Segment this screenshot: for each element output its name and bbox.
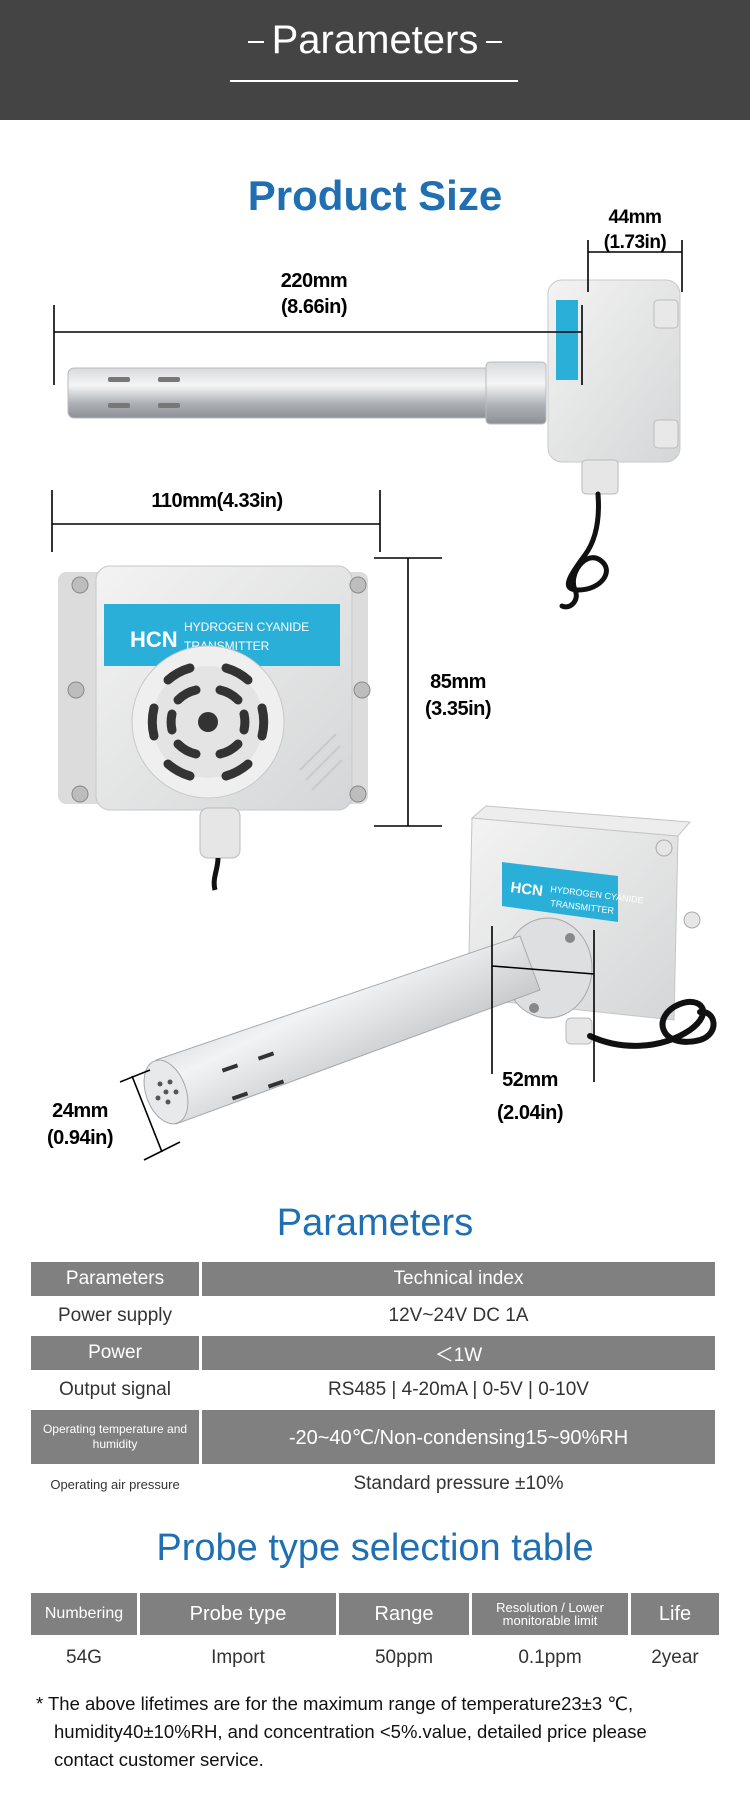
front-label-line1: HYDROGEN CYANIDE (184, 620, 309, 634)
footnote: * The above lifetimes are for the maximu… (36, 1690, 726, 1774)
param-value: 12V~24V DC 1A (202, 1299, 715, 1333)
banner-underline (230, 80, 518, 82)
parameters-header-row: Parameters Technical index (31, 1262, 715, 1296)
probe-type: Import (211, 1647, 265, 1668)
dim-probe-dia-in: (0.94in) (47, 1127, 113, 1149)
footnote-line-3: contact customer service. (54, 1749, 264, 1770)
product-dimension-figure: 220mm (8.66in) 44mm (1.73in) HCN HYDROGE… (47, 207, 717, 1161)
param-value: Standard pressure ±10% (202, 1467, 715, 1501)
probe-numbering: 54G (66, 1647, 102, 1668)
dash-left (247, 41, 264, 44)
dim-width: 110mm(4.33in) (151, 490, 282, 512)
persp-hcn-badge: HCN (510, 879, 544, 900)
table-row: 54G Import 50ppm 0.1ppm 2year (31, 1638, 719, 1678)
dim-depth-mm: 44mm (609, 207, 662, 228)
header-life: Life (631, 1593, 719, 1635)
parameters-table: Parameters Technical index Power supply … (28, 1259, 718, 1504)
front-view-device: HCN HYDROGEN CYANIDE TRANSMITTER (58, 565, 371, 891)
dim-length-in: (8.66in) (281, 296, 347, 318)
dim-depth-in: (1.73in) (604, 232, 667, 253)
header-parameters: Parameters (31, 1262, 199, 1296)
param-name: Operating air pressure (31, 1467, 199, 1501)
table-row: Operating temperature and humidity -20~4… (31, 1410, 715, 1464)
table-row: Operating air pressure Standard pressure… (31, 1467, 715, 1501)
param-name: Operating temperature and humidity (31, 1410, 199, 1464)
probe-resolution: 0.1ppm (518, 1647, 582, 1668)
param-value: ＜1W (202, 1336, 715, 1370)
perspective-view-device: HCN HYDROGEN CYANIDE TRANSMITTER (143, 805, 717, 1125)
header-probe-type: Probe type (140, 1593, 336, 1635)
param-name: Output signal (31, 1373, 199, 1407)
banner-title-text: Parameters (271, 18, 479, 62)
dim-length-mm: 220mm (281, 270, 347, 292)
dim-probe-dia-mm: 24mm (52, 1100, 108, 1122)
side-view-device (67, 279, 681, 610)
banner-title: Parameters (0, 18, 750, 63)
table-row: Output signal RS485 | 4-20mA | 0-5V | 0-… (31, 1373, 715, 1407)
front-hcn-badge: HCN (130, 627, 178, 652)
table-row: Power supply 12V~24V DC 1A (31, 1299, 715, 1333)
probe-range: 50ppm (374, 1647, 434, 1668)
parameters-title: Parameters (276, 1202, 474, 1244)
footnote-line-1: * The above lifetimes are for the maximu… (36, 1693, 634, 1714)
param-name: Power (31, 1336, 199, 1370)
header-numbering: Numbering (31, 1593, 137, 1635)
header-resolution: Resolution / Lower monitorable limit (472, 1593, 628, 1635)
dim-height-in: (3.35in) (425, 698, 491, 720)
table-row: Power ＜1W (31, 1336, 715, 1370)
param-value: RS485 | 4-20mA | 0-5V | 0-10V (202, 1373, 715, 1407)
dim-flange-mm: 52mm (502, 1069, 558, 1091)
param-value: -20~40℃/Non-condensing15~90%RH (202, 1410, 715, 1464)
probe-life: 2year (651, 1647, 699, 1668)
dash-right (486, 41, 503, 44)
probe-table-title: Probe type selection table (156, 1527, 594, 1569)
header-banner: Parameters (0, 0, 750, 120)
footnote-line-2: humidity40±10%RH, and concentration <5%.… (54, 1721, 647, 1742)
header-range: Range (339, 1593, 469, 1635)
param-name: Power supply (31, 1299, 199, 1333)
dim-height-mm: 85mm (430, 671, 486, 693)
header-technical-index: Technical index (202, 1262, 715, 1296)
probe-header-row: Numbering Probe type Range Resolution / … (31, 1593, 719, 1635)
probe-selection-table: Numbering Probe type Range Resolution / … (28, 1590, 722, 1681)
dim-flange-in: (2.04in) (497, 1102, 563, 1124)
product-size-title: Product Size (247, 172, 503, 219)
